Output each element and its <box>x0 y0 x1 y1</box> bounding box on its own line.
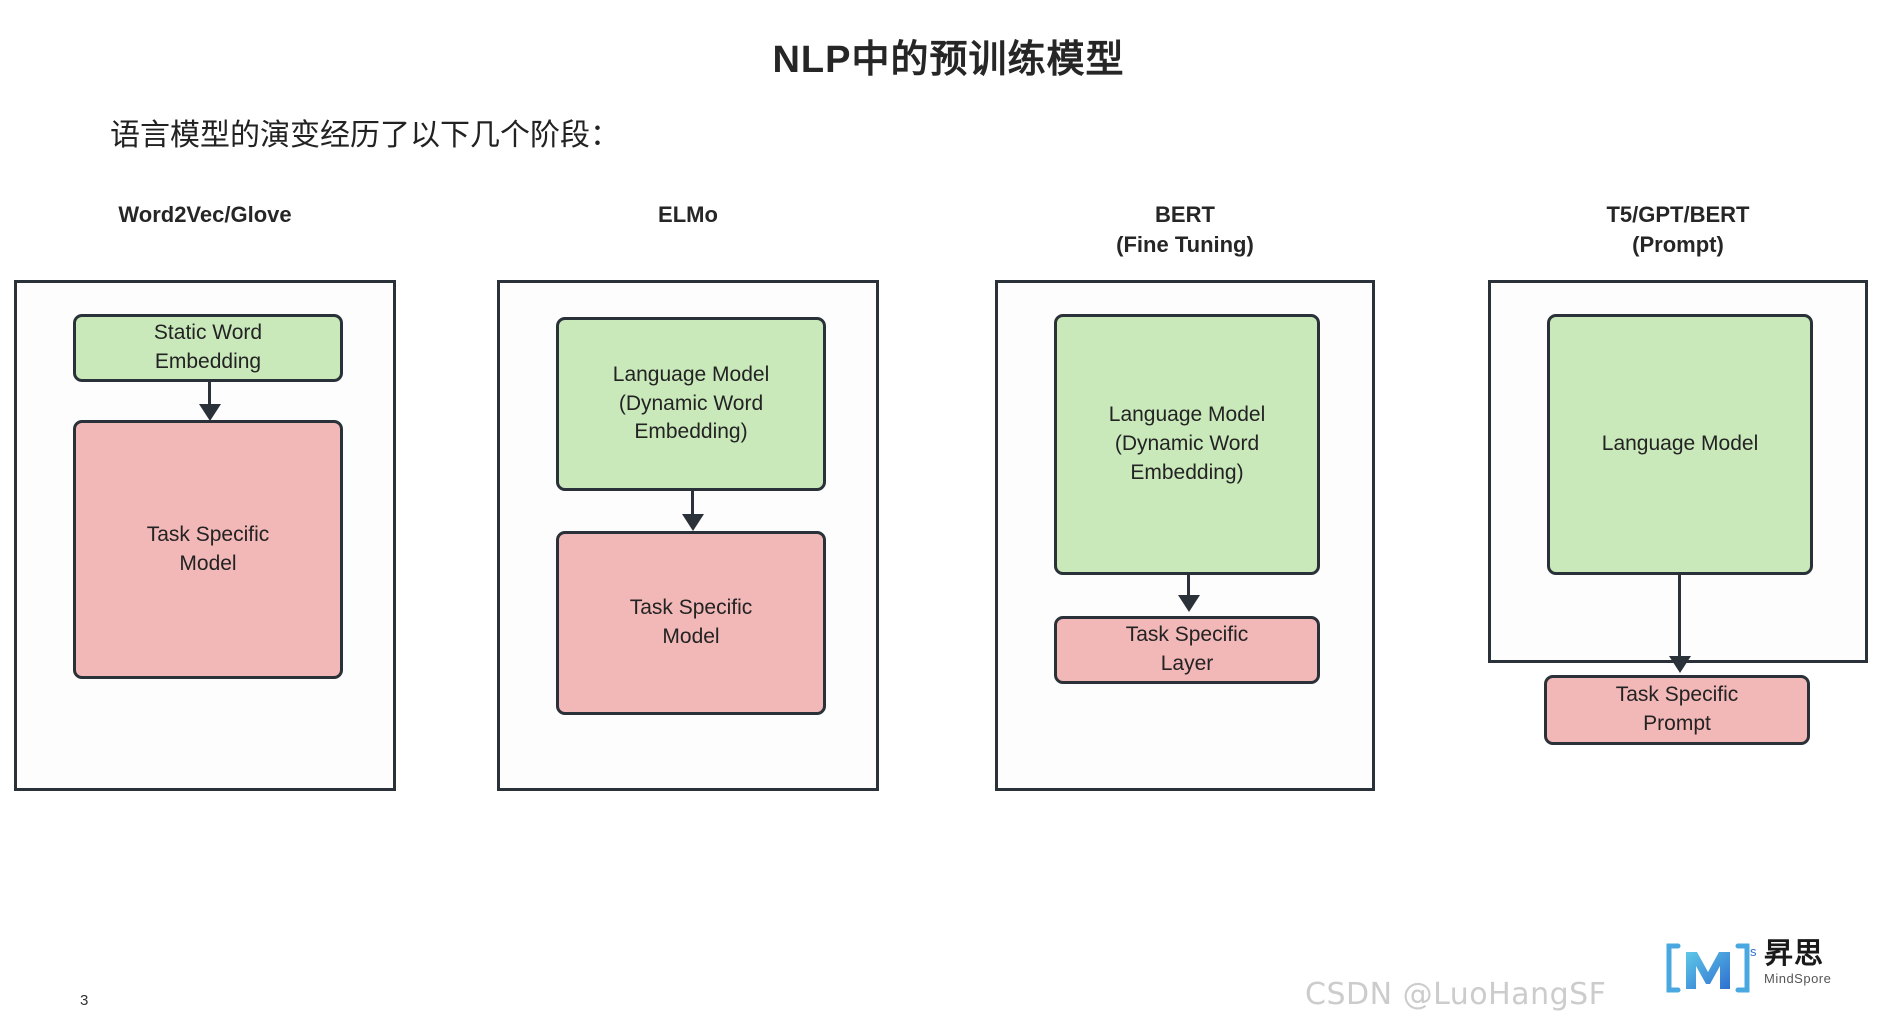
column-header-line1: Word2Vec/Glove <box>118 202 292 227</box>
stage-column-bert-finetuning: BERT (Fine Tuning) Language Model(Dynami… <box>975 200 1395 791</box>
arrow-shaft <box>1678 572 1681 660</box>
mindspore-mark-icon: s <box>1664 940 1760 996</box>
column-header-line2: (Prompt) <box>1632 232 1724 258</box>
arrow-head <box>1669 656 1691 673</box>
arrow-head <box>682 514 704 531</box>
arrow-shaft <box>1187 575 1190 599</box>
page-title: NLP中的预训练模型 <box>772 39 1125 81</box>
arrow-shaft <box>691 491 694 518</box>
arrow-head <box>199 404 221 421</box>
csdn-watermark: CSDN @LuoHangSF <box>1305 977 1607 1012</box>
mindspore-name-cn: 昇思 <box>1764 938 1825 970</box>
mindspore-logo: s 昇思 MindSpore <box>1664 940 1831 996</box>
column-header-elmo: ELMo <box>478 200 898 280</box>
column-header-line1: ELMo <box>658 202 718 227</box>
mindspore-wordmark: 昇思 MindSpore <box>1764 938 1832 986</box>
arrow-shaft <box>208 382 211 408</box>
arrow-head <box>1178 595 1200 612</box>
column-header-line1: T5/GPT/BERT <box>1606 202 1750 227</box>
column-header-word2vec: Word2Vec/Glove <box>0 200 415 280</box>
stage-column-prompt: T5/GPT/BERT (Prompt) Language Model Task… <box>1468 200 1888 800</box>
page-number: 3 <box>80 992 89 1009</box>
mindspore-name-en: MindSpore <box>1764 971 1832 986</box>
stage-outer-box-prompt: Language Model <box>1488 280 1868 663</box>
column-header-prompt: T5/GPT/BERT (Prompt) <box>1468 200 1888 280</box>
svg-text:s: s <box>1750 944 1757 959</box>
subtitle-text: 语言模型的演变经历了以下几个阶段： <box>110 119 620 152</box>
column-header-line1: BERT <box>1155 202 1215 227</box>
column-header-line2: (Fine Tuning) <box>1116 232 1254 258</box>
column-header-bert: BERT (Fine Tuning) <box>975 200 1395 280</box>
pretrain-node-language-model[interactable]: Language Model <box>1547 314 1813 575</box>
